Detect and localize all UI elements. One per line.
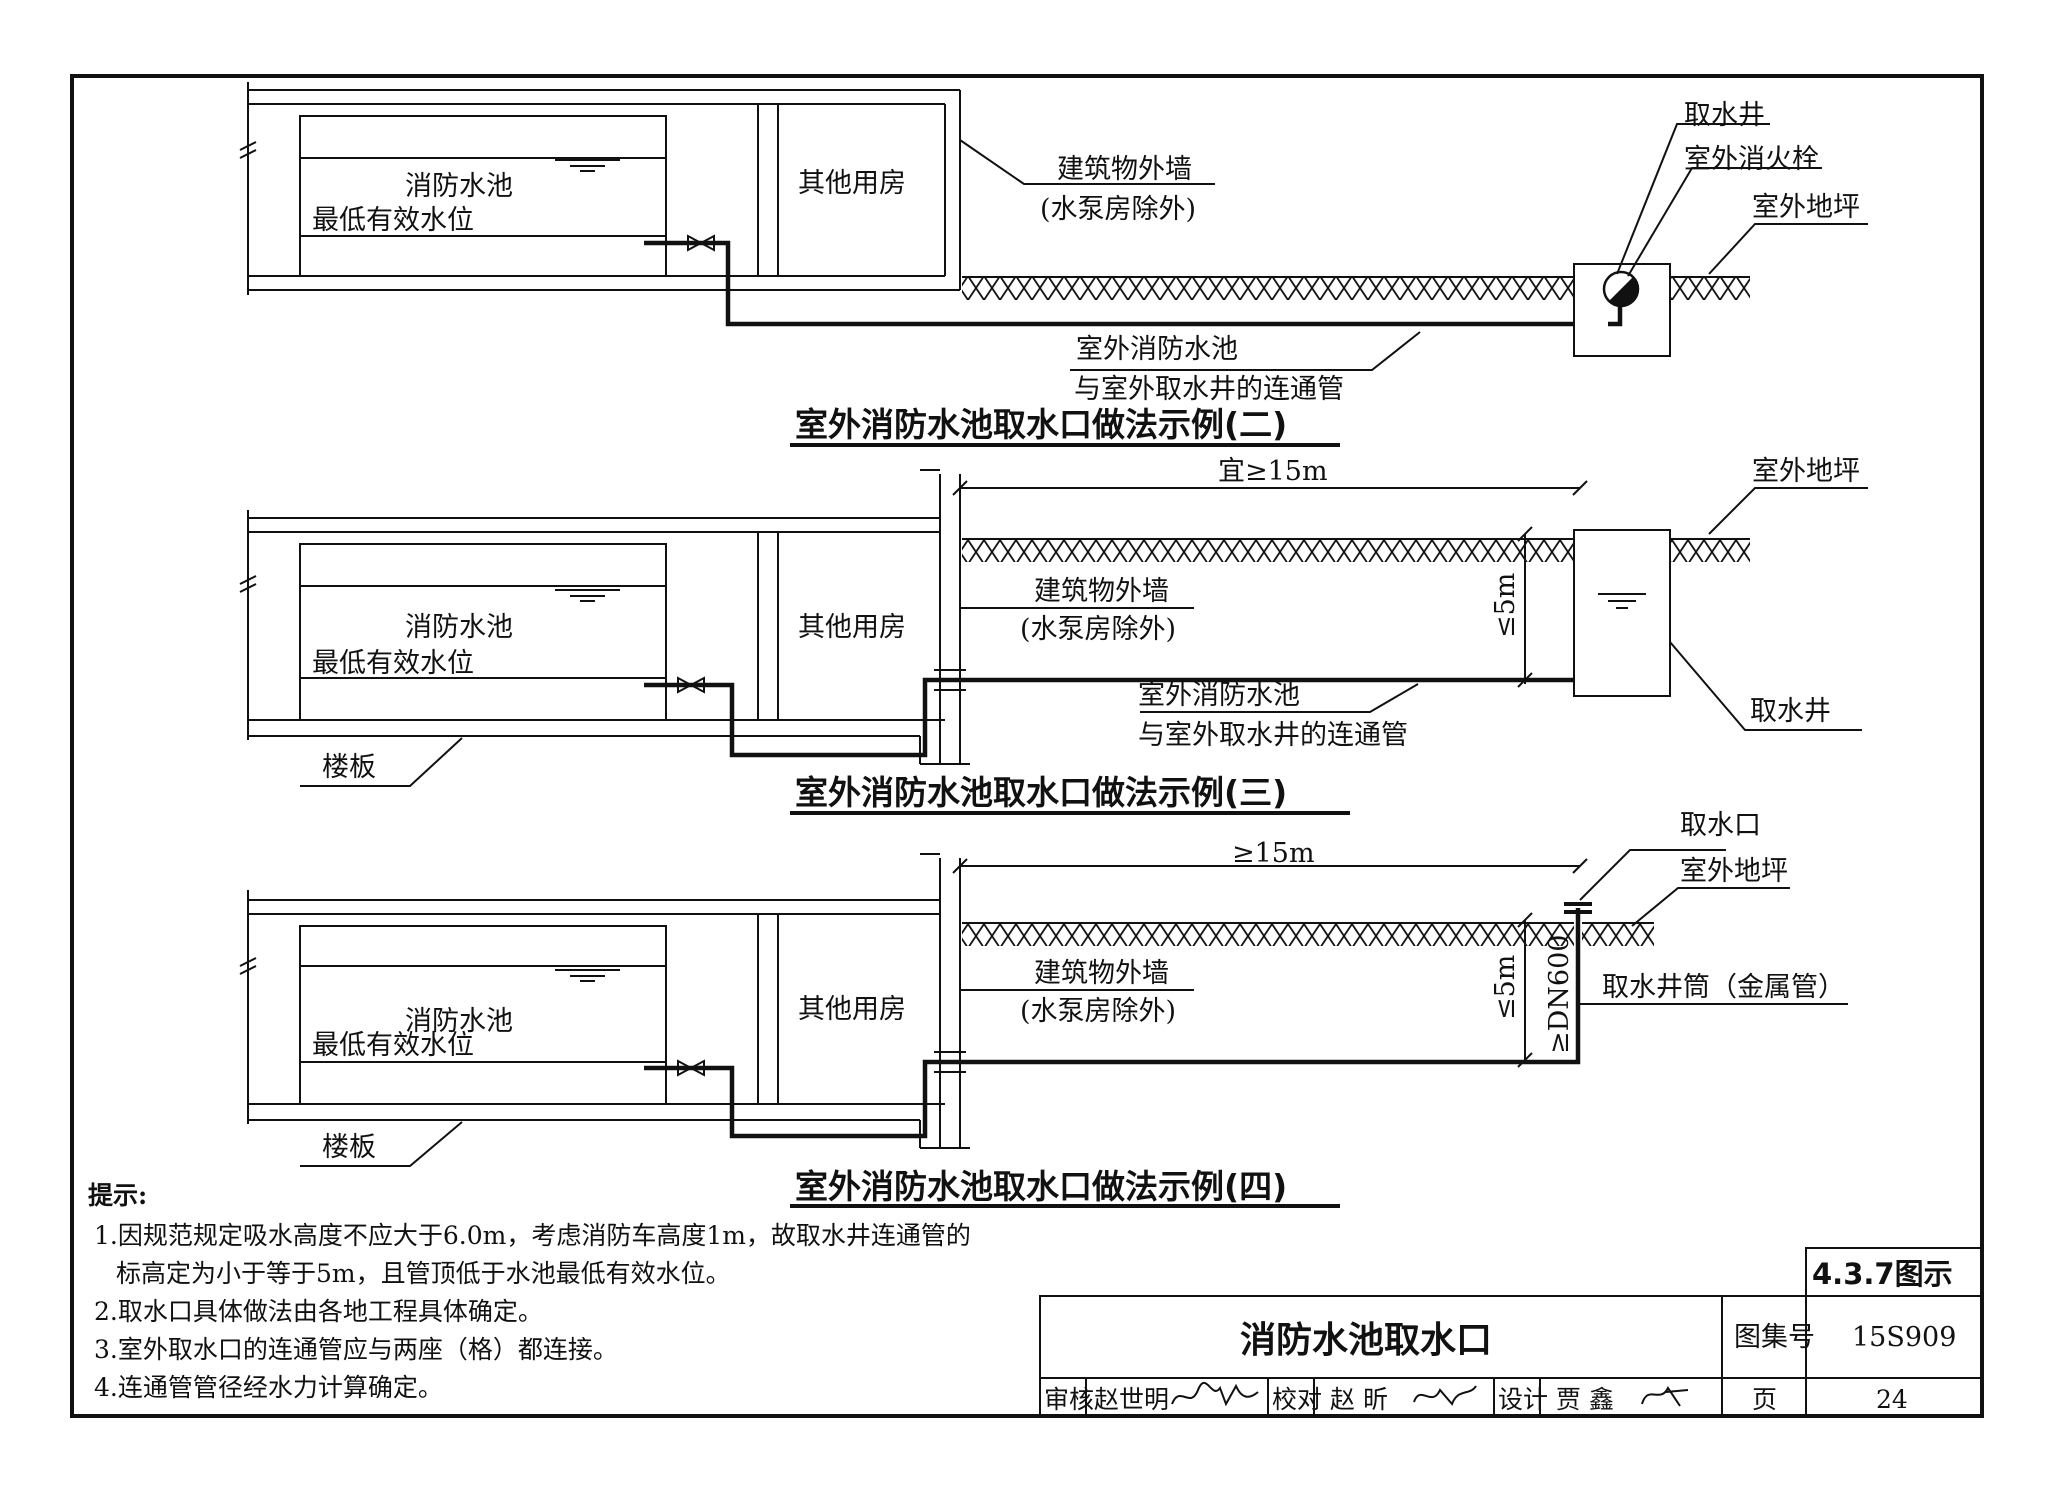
ex2-pipe-label-1: 室外消防水池 [1076,334,1238,365]
ex3-dim-horizontal: 宜≥15m [1218,456,1328,487]
atlas-no: 15S909 [1852,1322,1956,1353]
ex3-min-level-label: 最低有效水位 [312,648,474,679]
example-2-diagram [239,82,1868,447]
sheet-frame [70,74,1984,1418]
signature-review [1171,1382,1259,1407]
check-label: 校对 [1272,1385,1322,1414]
ex4-floor-label: 楼板 [322,1132,376,1163]
note-line-2: 标高定为小于等于5m，且管顶低于水池最低有效水位。 [116,1259,731,1288]
ex4-dim-pipe: ≥DN600 [1544,935,1575,1054]
ex4-title: 室外消防水池取水口做法示例(四) [795,1167,1287,1206]
ex3-wall-label: 建筑物外墙 [1034,576,1169,607]
ex3-title: 室外消防水池取水口做法示例(三) [795,773,1287,812]
water-level-symbol [555,159,620,172]
review-name: 赵世明 [1094,1385,1169,1414]
ex3-well-label: 取水井 [1750,696,1831,727]
ex4-dim-vertical: ≤5m [1490,955,1521,1020]
signature-check [1413,1385,1477,1406]
ex3-pipe-label-1: 室外消防水池 [1138,680,1300,711]
sheet-code: 4.3.7图示 [1812,1257,1953,1291]
ex2-wall-note: (水泵房除外) [1040,194,1196,225]
ex4-wall-label: 建筑物外墙 [1034,958,1169,989]
ex4-other-room-label: 其他用房 [798,994,906,1025]
page-no: 24 [1876,1385,1908,1414]
ex2-wall-label: 建筑物外墙 [1057,154,1192,185]
review-label: 审核 [1044,1385,1094,1414]
soil-hatch [962,278,1574,300]
ex4-pool-label: 消防水池 [405,1006,513,1037]
check-name: 赵 昕 [1330,1385,1388,1414]
note-line-5: 4.连通管管径经水力计算确定。 [94,1373,443,1402]
ex3-pipe-label-2: 与室外取水井的连通管 [1138,720,1408,751]
ex4-well-pipe-label: 取水井筒（金属管） [1602,972,1845,1003]
ex3-ground-label: 室外地坪 [1752,456,1860,487]
design-name: 贾 鑫 [1556,1385,1614,1414]
example-3-diagram [239,469,1868,815]
ex2-hydrant-label: 室外消火栓 [1684,144,1819,175]
title-block [1039,1247,1983,1417]
fire-hydrant-symbol [1602,270,1640,308]
ex2-other-room-label: 其他用房 [798,168,906,199]
ex4-min-level-label: 最低有效水位 [312,1030,474,1061]
ex3-floor-label: 楼板 [322,752,376,783]
drawing-title: 消防水池取水口 [1240,1320,1492,1361]
ex2-well-label: 取水井 [1684,100,1765,131]
ex2-pipe-label-2: 与室外取水井的连通管 [1074,374,1344,405]
ex2-min-level-label: 最低有效水位 [312,205,474,236]
signature-design [1641,1386,1689,1407]
ex4-ground-label: 室外地坪 [1680,856,1788,887]
design-label: 设计 [1498,1385,1548,1414]
ex4-intake-label: 取水口 [1680,810,1761,841]
note-line-3: 2.取水口具体做法由各地工程具体确定。 [94,1297,543,1326]
ex3-other-room-label: 其他用房 [798,612,906,643]
ex2-ground-label: 室外地坪 [1752,192,1860,223]
note-line-1: 1.因规范规定吸水高度不应大于6.0m，考虑消防车高度1m，故取水井连通管的 [94,1221,971,1250]
page-label: 页 [1752,1385,1777,1414]
atlas-no-label: 图集号 [1734,1322,1815,1353]
ex3-wall-note: (水泵房除外) [1020,614,1176,645]
ex4-dim-horizontal: ≥15m [1232,838,1315,869]
ex3-dim-vertical: ≤5m [1490,573,1521,638]
note-line-4: 3.室外取水口的连通管应与两座（格）都连接。 [94,1335,618,1364]
ex3-pool-label: 消防水池 [405,612,513,643]
ex4-wall-note: (水泵房除外) [1020,996,1176,1027]
ex2-pool-label: 消防水池 [405,171,513,202]
example-4-diagram [239,849,1848,1208]
ex2-title: 室外消防水池取水口做法示例(二) [795,405,1287,444]
notes-heading: 提示: [88,1181,147,1210]
